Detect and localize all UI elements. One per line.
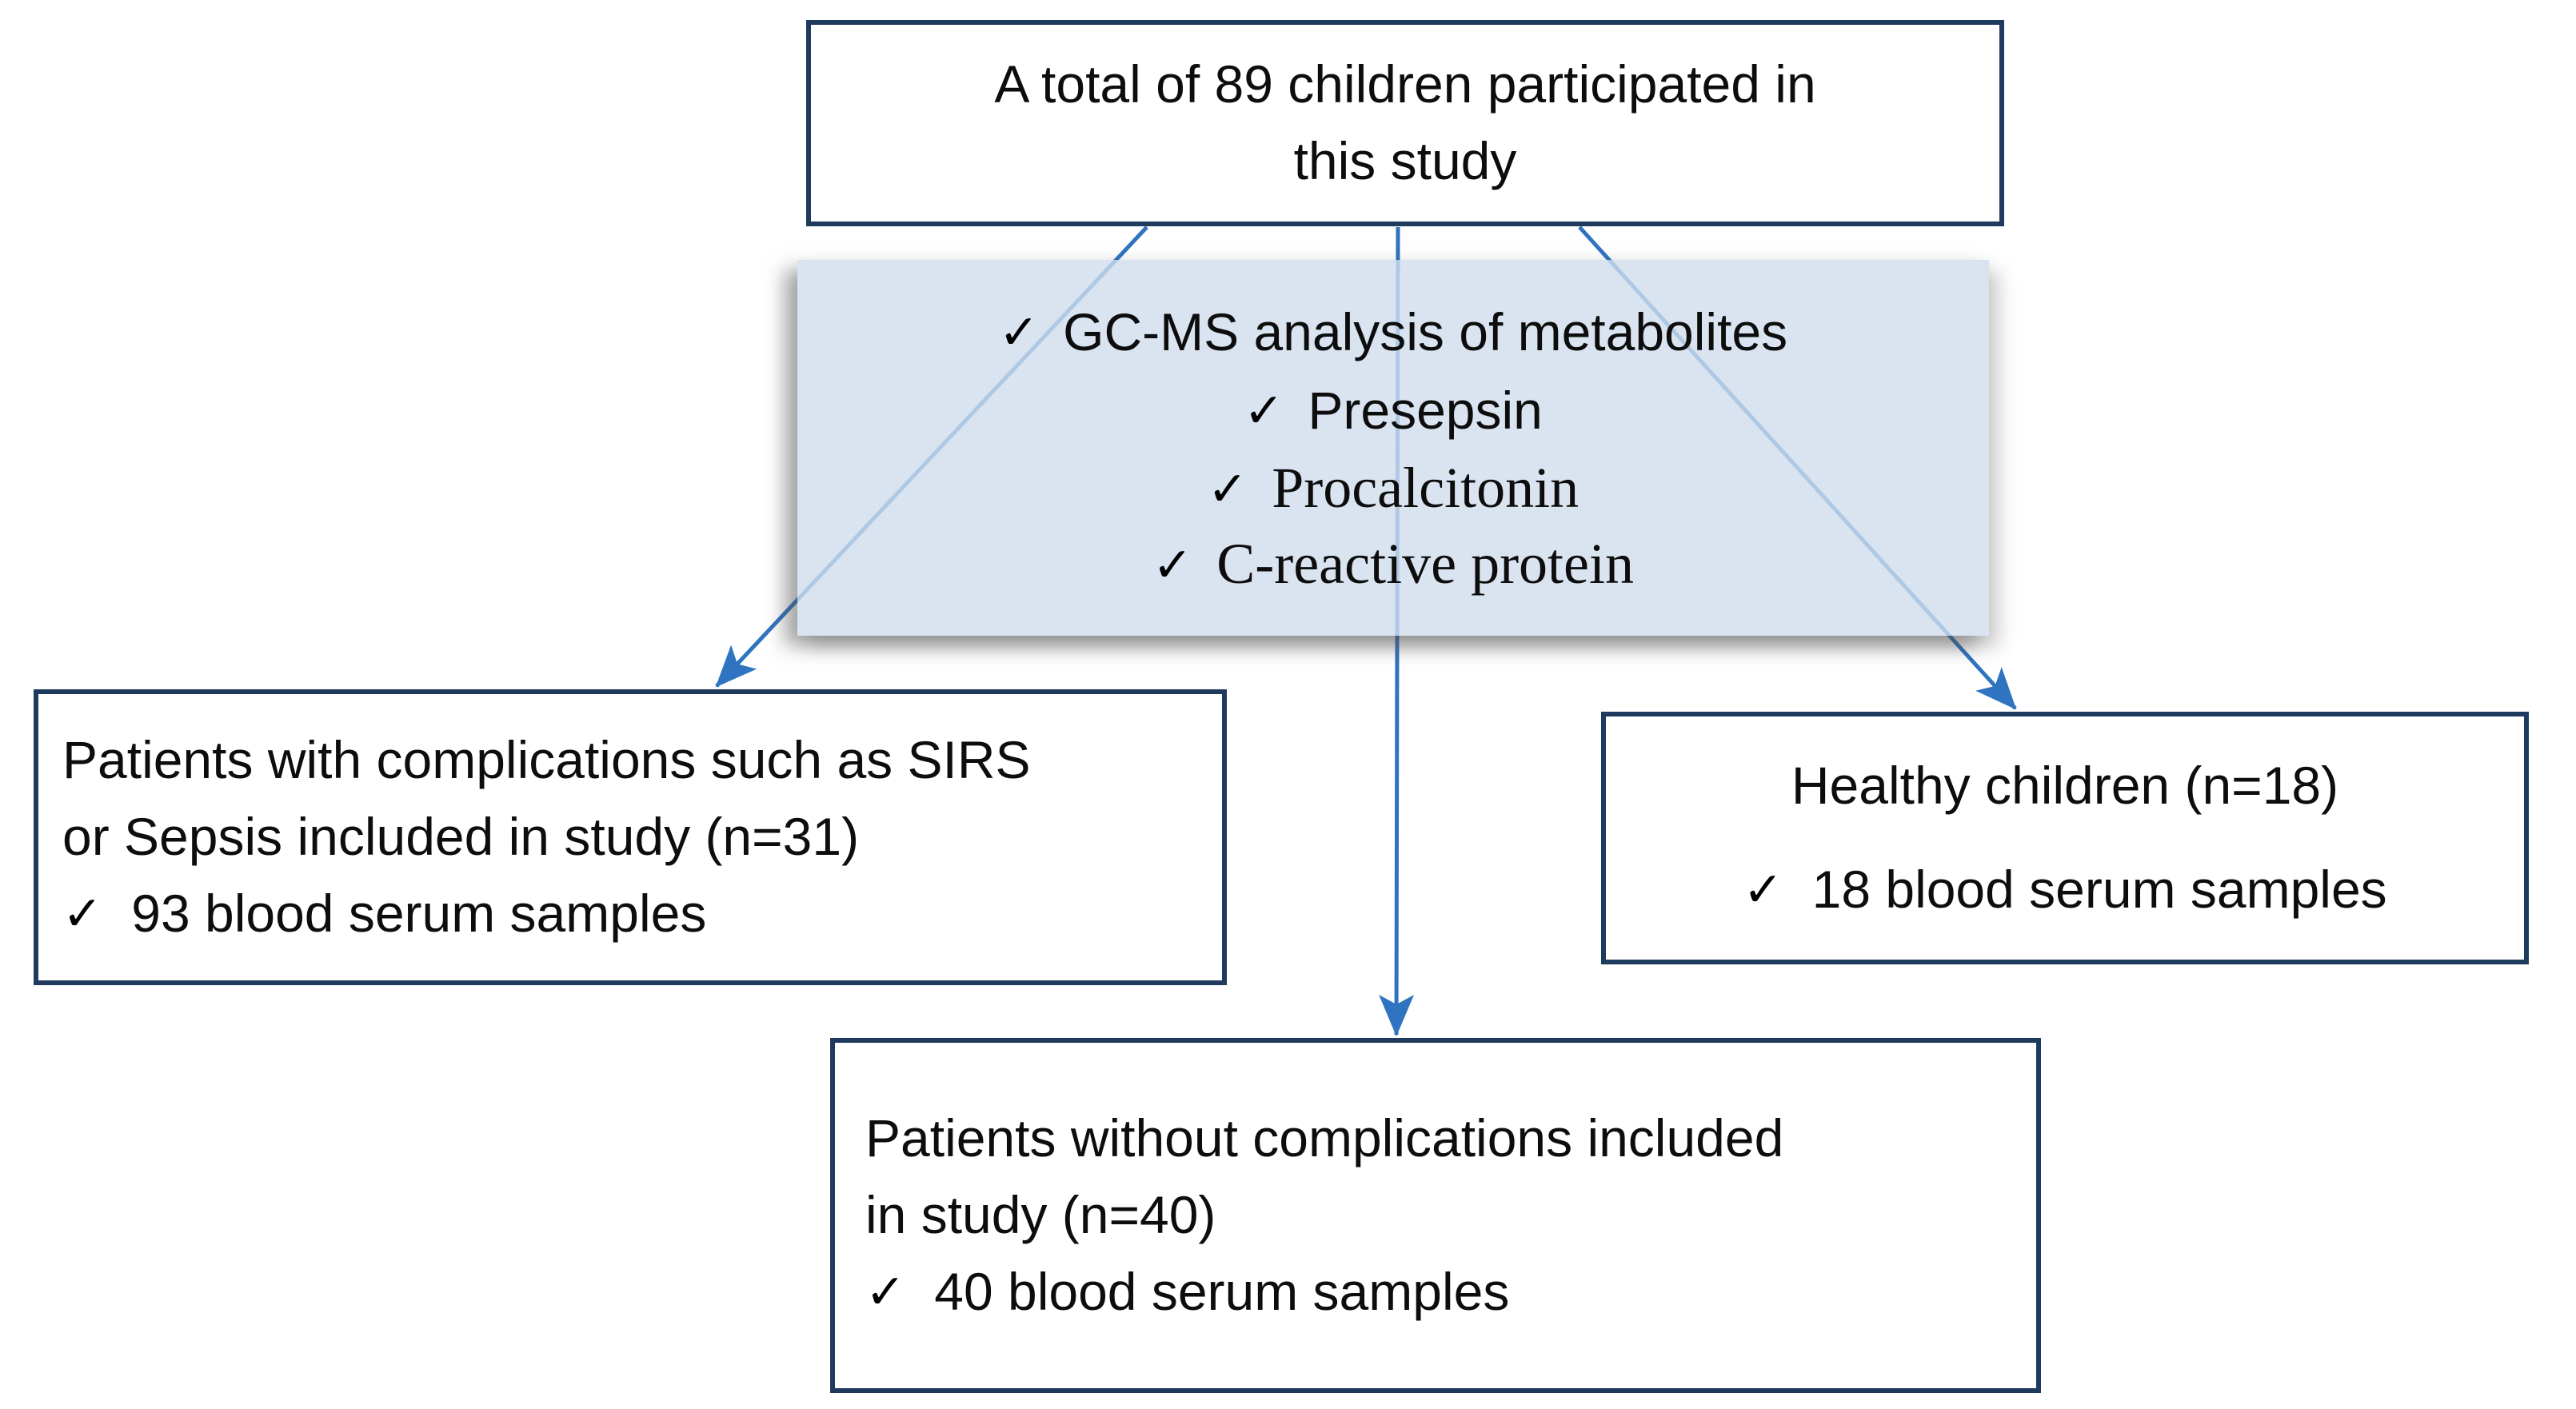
- healthy-samples-row: ✓ 18 blood serum samples: [1743, 852, 2386, 928]
- analysis-item-presepsin: ✓ Presepsin: [1244, 372, 1543, 450]
- no-complications-line1: Patients without complications included: [865, 1108, 1784, 1168]
- analysis-item-crp: ✓ C-reactive protein: [1152, 526, 1634, 602]
- complications-samples-label: 93 blood serum samples: [131, 883, 707, 943]
- complications-samples-row: ✓ 93 blood serum samples: [62, 876, 1209, 952]
- no-complications-line2: in study (n=40): [865, 1185, 1216, 1245]
- complications-group-box: Patients with complications such as SIRS…: [34, 689, 1227, 985]
- total-participants-box: A total of 89 children participated in t…: [806, 20, 2004, 226]
- check-icon: ✓: [865, 1263, 906, 1320]
- analysis-item-label: GC-MS analysis of metabolites: [1063, 302, 1788, 362]
- no-complications-samples-label: 40 blood serum samples: [934, 1261, 1510, 1321]
- analysis-item-gcms: ✓ GC-MS analysis of metabolites: [999, 293, 1787, 372]
- analysis-item-label: Presepsin: [1308, 380, 1543, 440]
- analysis-item-label: Procalcitonin: [1272, 455, 1580, 520]
- check-icon: ✓: [1152, 537, 1193, 593]
- check-icon: ✓: [1743, 862, 1783, 918]
- complications-line1: Patients with complications such as SIRS: [62, 730, 1031, 790]
- healthy-title: Healthy children (n=18): [1791, 756, 2339, 816]
- check-icon: ✓: [1244, 382, 1284, 439]
- analysis-item-procalcitonin: ✓ Procalcitonin: [1208, 450, 1579, 526]
- healthy-samples-label: 18 blood serum samples: [1811, 860, 2387, 919]
- healthy-group-box: Healthy children (n=18) ✓ 18 blood serum…: [1601, 712, 2529, 964]
- analysis-item-label: C-reactive protein: [1216, 531, 1635, 596]
- check-icon: ✓: [1207, 461, 1248, 517]
- check-icon: ✓: [998, 305, 1040, 361]
- no-complications-samples-row: ✓ 40 blood serum samples: [865, 1254, 2023, 1331]
- check-icon: ✓: [62, 885, 103, 942]
- total-participants-line1: A total of 89 children participated in: [994, 54, 1816, 114]
- complications-line2: or Sepsis included in study (n=31): [62, 807, 860, 867]
- no-complications-group-box: Patients without complications included …: [830, 1038, 2041, 1393]
- total-participants-line2: this study: [1293, 131, 1517, 190]
- analysis-panel: ✓ GC-MS analysis of metabolites ✓ Presep…: [797, 260, 1989, 636]
